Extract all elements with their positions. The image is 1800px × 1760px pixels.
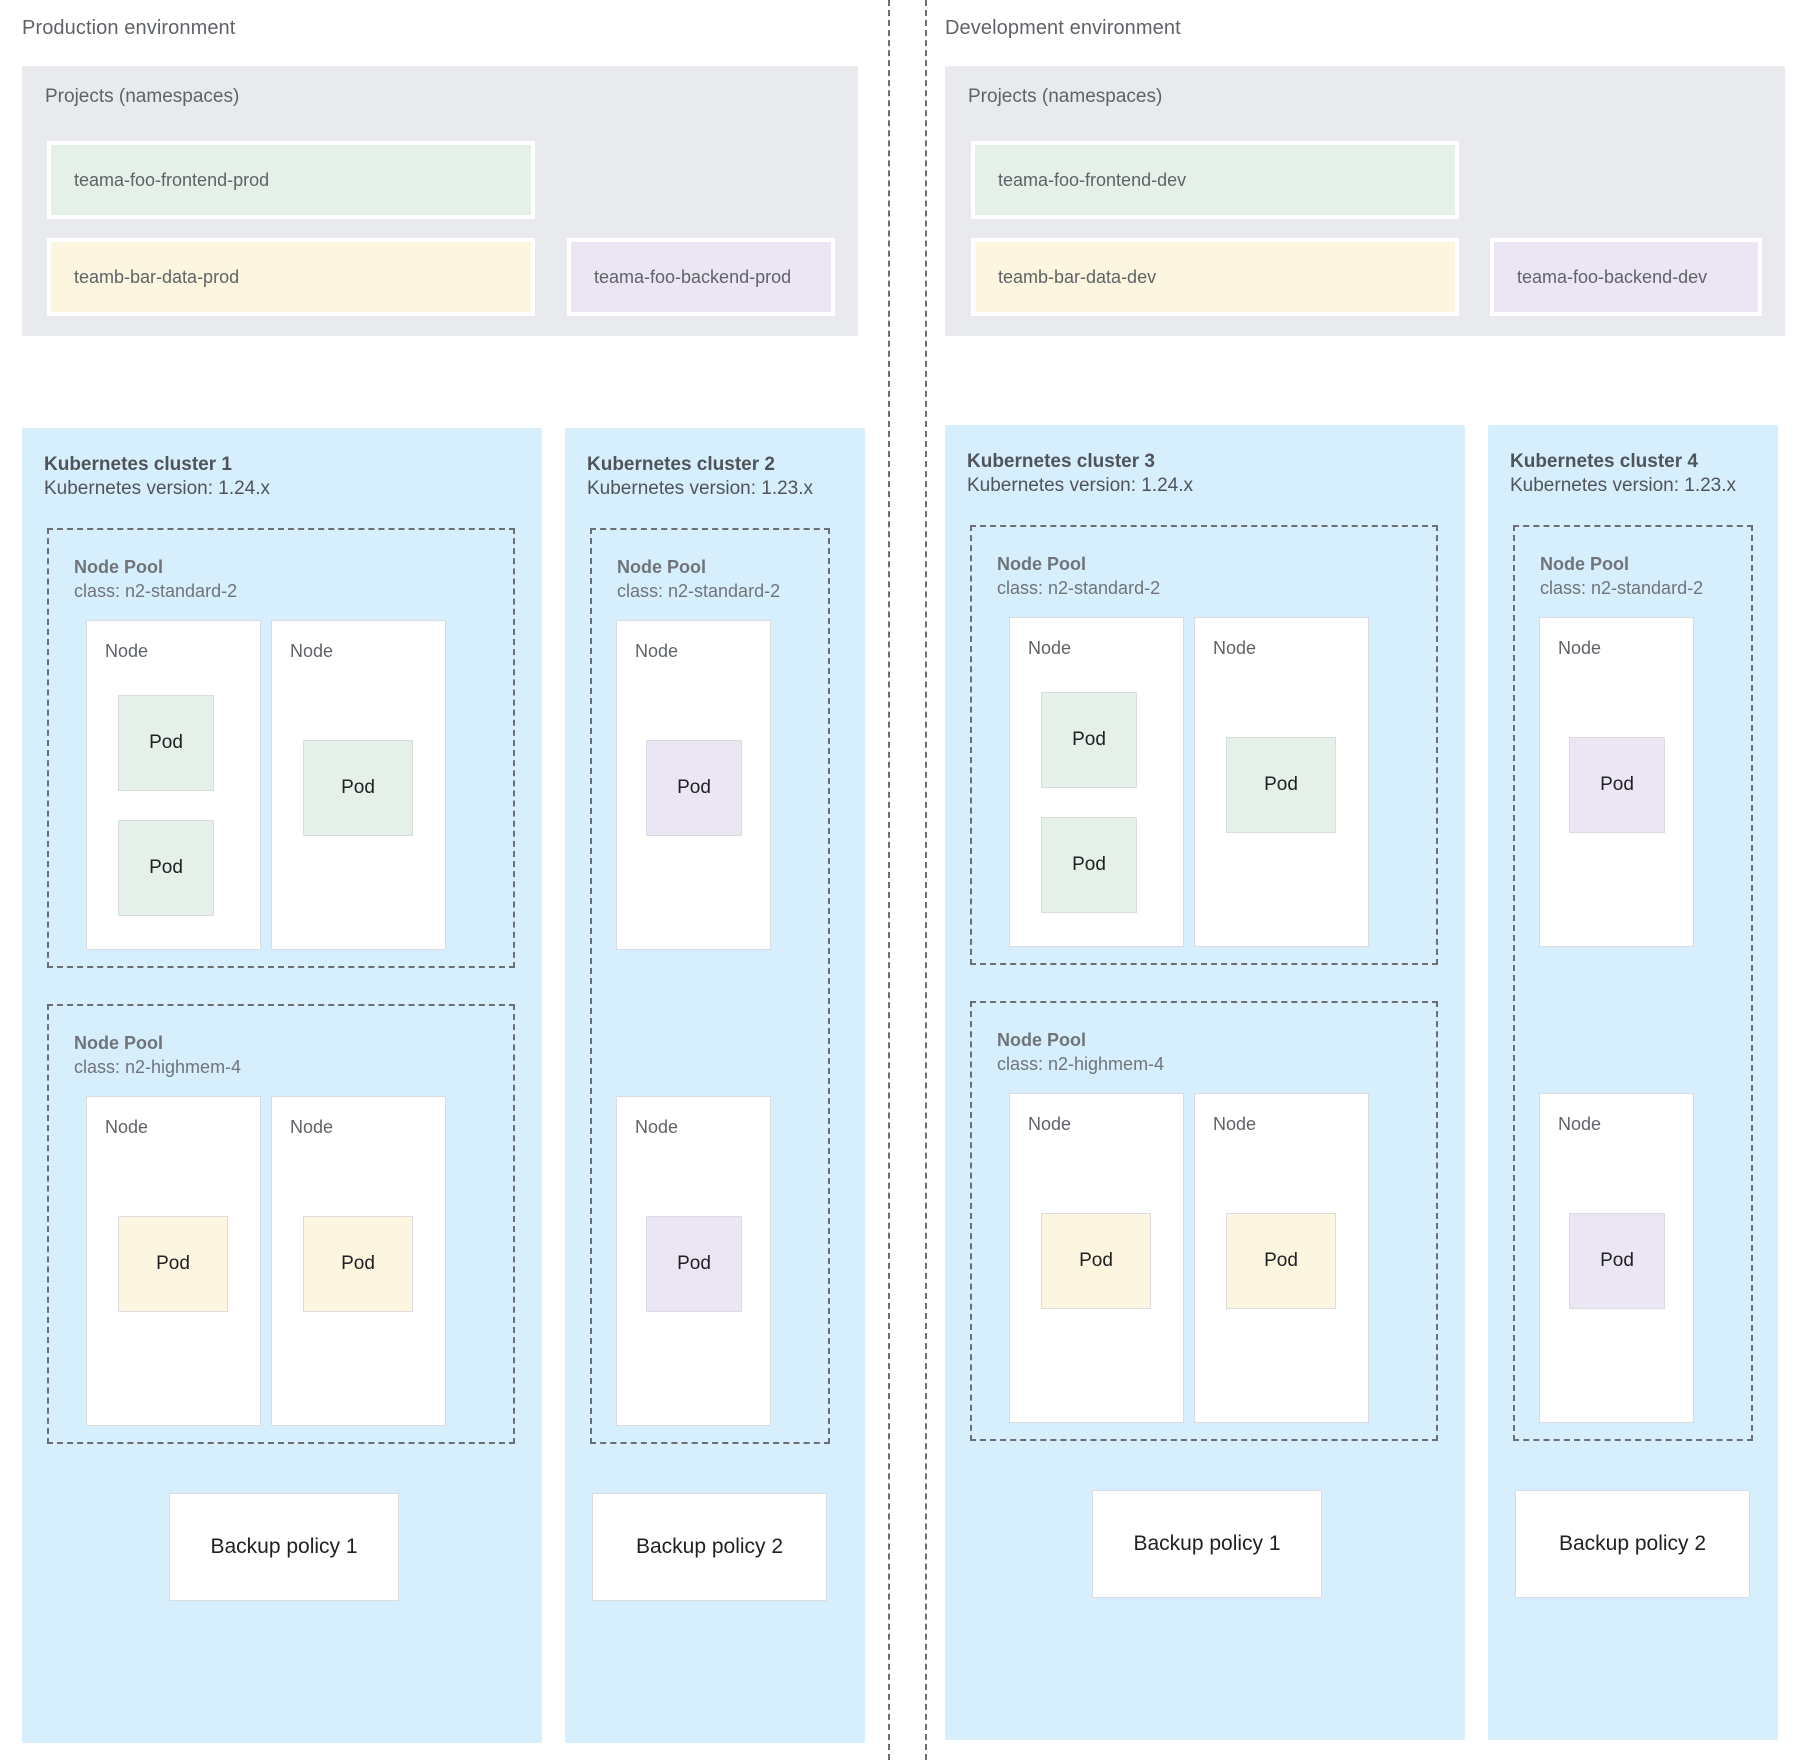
pod[interactable]: Pod [1226, 1213, 1336, 1309]
environment-production: Production environment Projects (namespa… [0, 0, 890, 1760]
pod[interactable]: Pod [118, 695, 214, 791]
pod[interactable]: Pod [1226, 737, 1336, 833]
namespace-teamb-bar-data-prod[interactable]: teamb-bar-data-prod [47, 238, 535, 316]
namespace-teama-foo-frontend-prod[interactable]: teama-foo-frontend-prod [47, 141, 535, 219]
node-label: Node [1213, 638, 1257, 658]
pod[interactable]: Pod [1041, 692, 1137, 788]
node-label: Node [635, 641, 679, 661]
projects-label: Projects (namespaces) [968, 86, 1163, 107]
node-label: Node [1028, 1114, 1072, 1134]
node-pool-class: class: n2-highmem-4 [74, 1057, 242, 1077]
pod[interactable]: Pod [303, 740, 413, 836]
node-pool-highmem: Node Pool class: n2-highmem-4 Node Pod N… [970, 1001, 1438, 1441]
environment-title-production: Production environment [22, 17, 236, 39]
node[interactable]: Node Pod [86, 1096, 261, 1426]
environment-development: Development environment Projects (namesp… [940, 0, 1800, 1760]
node-label: Node [290, 641, 334, 661]
node-pool-standard: Node Pool class: n2-standard-2 Node Pod … [970, 525, 1438, 965]
node-pool-class: class: n2-standard-2 [1540, 578, 1704, 598]
node-pool-class: class: n2-standard-2 [617, 581, 781, 601]
backup-policy[interactable]: Backup policy 1 [169, 1493, 399, 1601]
node[interactable]: Node Pod [1539, 1093, 1694, 1423]
kubernetes-cluster-4[interactable]: Kubernetes cluster 4 Kubernetes version:… [1488, 425, 1778, 1740]
node-pool-label: Node Pool [1540, 554, 1629, 574]
pod[interactable]: Pod [646, 740, 742, 836]
node-pool-standard: Node Pool class: n2-standard-2 Node Pod … [590, 528, 830, 1444]
node-pool-class: class: n2-highmem-4 [997, 1054, 1165, 1074]
pod[interactable]: Pod [118, 1216, 228, 1312]
pod[interactable]: Pod [118, 820, 214, 916]
node-pool-standard: Node Pool class: n2-standard-2 Node Pod … [47, 528, 515, 968]
pod[interactable]: Pod [1569, 1213, 1665, 1309]
node-pool-class: class: n2-standard-2 [74, 581, 238, 601]
node[interactable]: Node Pod [1009, 1093, 1184, 1423]
node-pool-highmem: Node Pool class: n2-highmem-4 Node Pod N… [47, 1004, 515, 1444]
node-pool-class: class: n2-standard-2 [997, 578, 1161, 598]
cluster-title: Kubernetes cluster 2 [587, 454, 775, 475]
node-pool-label: Node Pool [74, 557, 163, 577]
node[interactable]: Node Pod Pod [1009, 617, 1184, 947]
pod[interactable]: Pod [303, 1216, 413, 1312]
cluster-version: Kubernetes version: 1.24.x [44, 478, 271, 499]
projects-label: Projects (namespaces) [45, 86, 240, 107]
node[interactable]: Node Pod [1539, 617, 1694, 947]
node[interactable]: Node Pod [1194, 617, 1369, 947]
node-label: Node [635, 1117, 679, 1137]
cluster-title: Kubernetes cluster 4 [1510, 451, 1698, 472]
node-label: Node [290, 1117, 334, 1137]
node-label: Node [1558, 1114, 1602, 1134]
backup-policy[interactable]: Backup policy 1 [1092, 1490, 1322, 1598]
node[interactable]: Node Pod [271, 620, 446, 950]
namespace-teamb-bar-data-dev[interactable]: teamb-bar-data-dev [971, 238, 1459, 316]
backup-policy[interactable]: Backup policy 2 [1515, 1490, 1750, 1598]
node-pool-label: Node Pool [617, 557, 706, 577]
node-pool-label: Node Pool [997, 554, 1086, 574]
pod[interactable]: Pod [1569, 737, 1665, 833]
node-label: Node [1213, 1114, 1257, 1134]
node-label: Node [105, 1117, 149, 1137]
node[interactable]: Node Pod [616, 620, 771, 950]
node[interactable]: Node Pod Pod [86, 620, 261, 950]
node-pool-label: Node Pool [74, 1033, 163, 1053]
namespace-teama-foo-backend-prod[interactable]: teama-foo-backend-prod [567, 238, 835, 316]
namespace-teama-foo-backend-dev[interactable]: teama-foo-backend-dev [1490, 238, 1762, 316]
cluster-version: Kubernetes version: 1.24.x [967, 475, 1194, 496]
projects-panel-production: Projects (namespaces) teama-foo-frontend… [22, 66, 858, 336]
node-label: Node [1558, 638, 1602, 658]
kubernetes-cluster-1[interactable]: Kubernetes cluster 1 Kubernetes version:… [22, 428, 542, 1743]
node-label: Node [105, 641, 149, 661]
node[interactable]: Node Pod [271, 1096, 446, 1426]
cluster-version: Kubernetes version: 1.23.x [1510, 475, 1737, 496]
node-pool-label: Node Pool [997, 1030, 1086, 1050]
pod[interactable]: Pod [1041, 817, 1137, 913]
kubernetes-cluster-3[interactable]: Kubernetes cluster 3 Kubernetes version:… [945, 425, 1465, 1740]
cluster-version: Kubernetes version: 1.23.x [587, 478, 814, 499]
node-pool-standard: Node Pool class: n2-standard-2 Node Pod … [1513, 525, 1753, 1441]
node-label: Node [1028, 638, 1072, 658]
environment-title-development: Development environment [945, 17, 1181, 39]
node[interactable]: Node Pod [616, 1096, 771, 1426]
cluster-title: Kubernetes cluster 1 [44, 454, 232, 475]
backup-policy[interactable]: Backup policy 2 [592, 1493, 827, 1601]
kubernetes-cluster-2[interactable]: Kubernetes cluster 2 Kubernetes version:… [565, 428, 865, 1743]
environment-divider-left [888, 0, 890, 1760]
environment-divider-right [925, 0, 927, 1760]
node[interactable]: Node Pod [1194, 1093, 1369, 1423]
pod[interactable]: Pod [1041, 1213, 1151, 1309]
namespace-teama-foo-frontend-dev[interactable]: teama-foo-frontend-dev [971, 141, 1459, 219]
projects-panel-development: Projects (namespaces) teama-foo-frontend… [945, 66, 1785, 336]
pod[interactable]: Pod [646, 1216, 742, 1312]
cluster-title: Kubernetes cluster 3 [967, 451, 1155, 472]
